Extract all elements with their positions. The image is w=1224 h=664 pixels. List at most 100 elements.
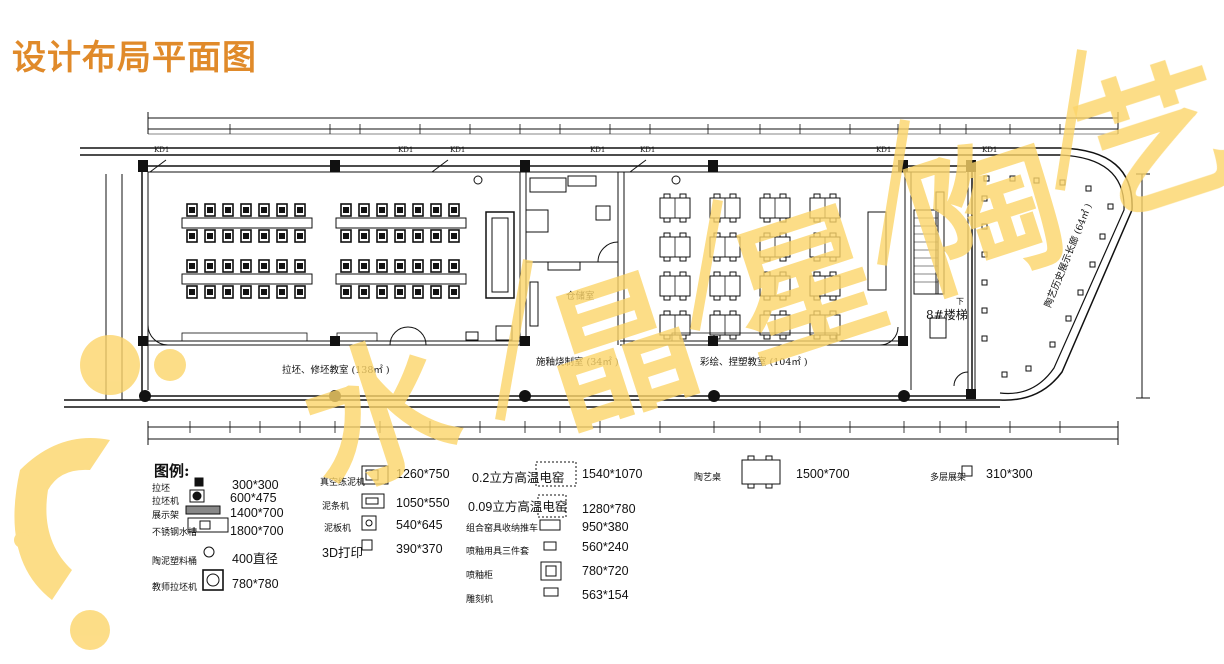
stool bbox=[679, 193, 687, 199]
legend-name: 拉坯 bbox=[152, 484, 171, 494]
wheel-seat bbox=[394, 259, 406, 273]
wheel-seat bbox=[276, 203, 288, 217]
legend-name: 教师拉坯机 bbox=[152, 583, 198, 593]
wheel bbox=[433, 263, 439, 269]
desk-row bbox=[181, 217, 313, 229]
wheel-seat bbox=[412, 259, 424, 273]
stool bbox=[663, 232, 671, 238]
wheel bbox=[279, 233, 285, 239]
legend-size: 300*300 bbox=[232, 478, 279, 492]
stool bbox=[813, 334, 821, 340]
wheel-seat bbox=[340, 203, 352, 217]
desk-row bbox=[181, 273, 313, 285]
legend-size: 780*720 bbox=[582, 564, 629, 578]
page-title: 设计布局平面图 bbox=[12, 38, 257, 78]
stool bbox=[679, 295, 687, 301]
room-label-hand: 彩绘、捏塑教室 (104㎡ ) bbox=[700, 357, 808, 368]
legend-size: 950*380 bbox=[582, 520, 629, 534]
wheel bbox=[261, 233, 267, 239]
wheel bbox=[415, 207, 421, 213]
stool bbox=[763, 232, 771, 238]
wheel-seat bbox=[222, 203, 234, 217]
wheel bbox=[361, 263, 367, 269]
wheel bbox=[361, 289, 367, 295]
stool bbox=[679, 271, 687, 277]
wheel-seat bbox=[430, 203, 442, 217]
legend-size: 1260*750 bbox=[396, 467, 450, 481]
legend-size: 560*240 bbox=[582, 540, 629, 554]
stool bbox=[729, 271, 737, 277]
stool bbox=[729, 334, 737, 340]
wheel bbox=[379, 207, 385, 213]
wheel bbox=[415, 263, 421, 269]
wheel-seat bbox=[358, 229, 370, 243]
legend-name: 多层展架 bbox=[930, 473, 967, 483]
room-label-lecture: 拉坯、修坯教室 (138㎡ ) bbox=[282, 365, 390, 376]
wheel bbox=[225, 263, 231, 269]
dimension-ticks bbox=[147, 124, 1119, 433]
room-label-storage: 仓储室 bbox=[566, 291, 595, 302]
stool bbox=[679, 310, 687, 316]
stool bbox=[763, 217, 771, 223]
stool bbox=[663, 271, 671, 277]
wheel-seat bbox=[448, 203, 460, 217]
wheel bbox=[343, 263, 349, 269]
stool bbox=[813, 217, 821, 223]
legend-name: 展示架 bbox=[152, 511, 180, 521]
stool bbox=[813, 193, 821, 199]
wheel-seat bbox=[186, 285, 198, 299]
wheel bbox=[189, 289, 195, 295]
legend-size: 780*780 bbox=[232, 577, 279, 591]
stool bbox=[763, 193, 771, 199]
craft-tables bbox=[659, 193, 841, 340]
wheel bbox=[207, 289, 213, 295]
stool bbox=[729, 217, 737, 223]
stool bbox=[779, 271, 787, 277]
legend-name: 真空练泥机 bbox=[320, 478, 366, 488]
desk-row bbox=[335, 273, 467, 285]
wheel-seat bbox=[376, 285, 388, 299]
wheel-seat bbox=[358, 259, 370, 273]
wheel bbox=[379, 263, 385, 269]
stool bbox=[813, 232, 821, 238]
stool bbox=[813, 295, 821, 301]
wheel bbox=[433, 289, 439, 295]
legend-size: 0.09立方高温电窑 bbox=[468, 500, 568, 514]
wheel bbox=[207, 263, 213, 269]
wheel-seat bbox=[258, 259, 270, 273]
stool bbox=[829, 193, 837, 199]
wheel bbox=[433, 207, 439, 213]
stool bbox=[763, 271, 771, 277]
stool bbox=[813, 271, 821, 277]
wheel bbox=[397, 207, 403, 213]
wheel-seat bbox=[376, 203, 388, 217]
stool bbox=[779, 295, 787, 301]
wheel-seat bbox=[258, 229, 270, 243]
wheel-seat bbox=[222, 259, 234, 273]
wheel bbox=[279, 263, 285, 269]
desk-row bbox=[335, 217, 467, 229]
wheel bbox=[243, 263, 249, 269]
wheel-seat bbox=[376, 259, 388, 273]
wheel-seat bbox=[448, 229, 460, 243]
wheel-seat bbox=[340, 259, 352, 273]
wheel-seat bbox=[412, 229, 424, 243]
legend-name: 喷釉柜 bbox=[466, 571, 494, 581]
legend-name: 组合窑具收纳推车 bbox=[466, 524, 539, 534]
legend-name: 3D打印 bbox=[322, 546, 363, 560]
legend-size: 1500*700 bbox=[796, 467, 850, 481]
legend-size: 1800*700 bbox=[230, 524, 284, 538]
wheel-seat bbox=[294, 229, 306, 243]
wheel-seat bbox=[186, 203, 198, 217]
pottery-wheel-desks bbox=[181, 203, 467, 299]
stool bbox=[779, 193, 787, 199]
stool bbox=[729, 193, 737, 199]
wheel bbox=[243, 289, 249, 295]
stool bbox=[829, 310, 837, 316]
wheel-seat bbox=[412, 203, 424, 217]
wheel-seat bbox=[358, 285, 370, 299]
wheel-seat bbox=[430, 285, 442, 299]
wheel bbox=[261, 263, 267, 269]
